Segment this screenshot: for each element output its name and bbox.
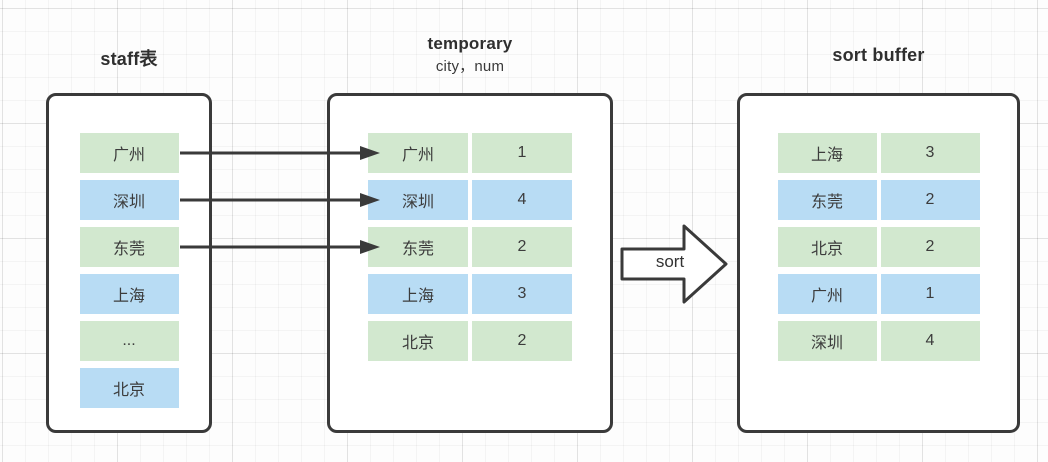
- city-cell: 上海: [368, 274, 468, 314]
- num-cell: 2: [880, 227, 980, 267]
- num-cell: 3: [472, 274, 572, 314]
- temporary-title-block: temporary city，num: [327, 34, 613, 76]
- sort-buffer-row: 上海 3: [777, 133, 980, 173]
- sort-buffer-title: sort buffer: [832, 45, 925, 65]
- staff-row: 深圳: [79, 180, 179, 220]
- num-cell: 3: [880, 133, 980, 173]
- sort-arrow-label: sort: [655, 252, 685, 271]
- city-cell: 广州: [777, 274, 877, 314]
- city-cell: 北京: [368, 321, 468, 361]
- temporary-title: temporary: [427, 34, 513, 53]
- num-cell: 2: [880, 180, 980, 220]
- sort-buffer-row: 东莞 2: [777, 180, 980, 220]
- temporary-columns-label: city，num: [435, 58, 505, 75]
- staff-table-box: 广州 深圳 东莞 上海 ... 北京: [46, 93, 212, 433]
- staff-row: 上海: [79, 274, 179, 314]
- num-cell: 2: [472, 227, 572, 267]
- num-cell: 2: [472, 321, 572, 361]
- sort-buffer-row: 深圳 4: [777, 321, 980, 361]
- sort-buffer-box: 上海 3 东莞 2 北京 2 广州 1 深圳 4: [737, 93, 1020, 433]
- staff-row: 东莞: [79, 227, 179, 267]
- city-cell: 深圳: [777, 321, 877, 361]
- temporary-row: 北京 2: [368, 321, 572, 361]
- city-cell: 上海: [777, 133, 877, 173]
- staff-row: 北京: [79, 368, 179, 408]
- temporary-row: 广州 1: [368, 133, 572, 173]
- staff-row: 广州: [79, 133, 179, 173]
- city-cell: 北京: [777, 227, 877, 267]
- temporary-table-box: 广州 1 深圳 4 东莞 2 上海 3 北京 2: [327, 93, 613, 433]
- num-cell: 1: [472, 133, 572, 173]
- city-cell: 深圳: [368, 180, 468, 220]
- temporary-row: 上海 3: [368, 274, 572, 314]
- staff-table-title: staff表: [100, 49, 158, 69]
- temporary-row: 深圳 4: [368, 180, 572, 220]
- sort-buffer-row: 广州 1: [777, 274, 980, 314]
- city-cell: 东莞: [368, 227, 468, 267]
- city-cell: 东莞: [777, 180, 877, 220]
- temporary-row: 东莞 2: [368, 227, 572, 267]
- num-cell: 4: [472, 180, 572, 220]
- staff-row-ellipsis: ...: [79, 321, 179, 361]
- sort-buffer-row: 北京 2: [777, 227, 980, 267]
- city-cell: 广州: [368, 133, 468, 173]
- num-cell: 1: [880, 274, 980, 314]
- num-cell: 4: [880, 321, 980, 361]
